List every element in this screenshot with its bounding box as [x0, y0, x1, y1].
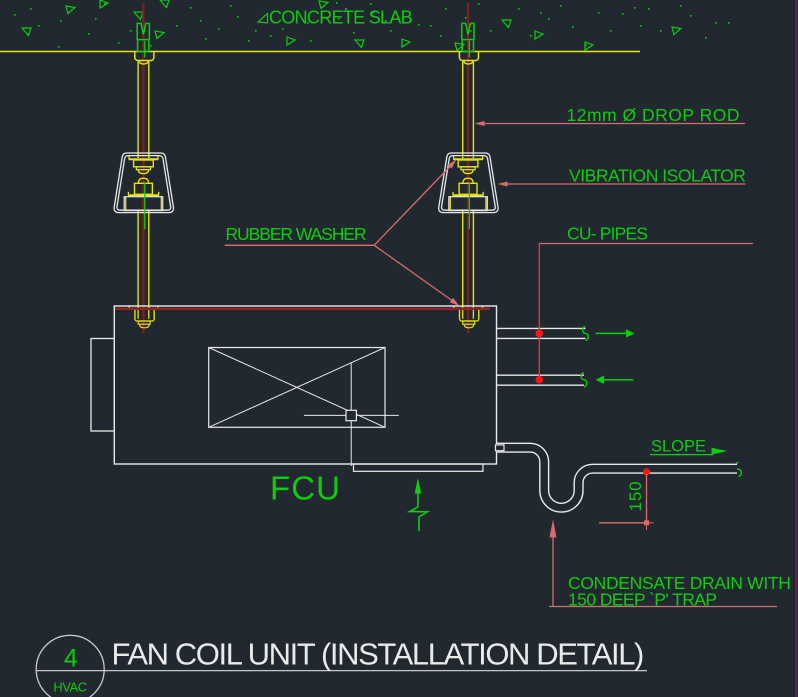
svg-text:150 DEEP `P' TRAP: 150 DEEP `P' TRAP	[568, 590, 716, 610]
svg-text:SLOPE: SLOPE	[651, 438, 706, 456]
svg-text:VIBRATION ISOLATOR: VIBRATION ISOLATOR	[569, 165, 745, 185]
svg-text:12mm Ø DROP ROD: 12mm Ø DROP ROD	[567, 105, 740, 125]
svg-text:CONCRETE SLAB: CONCRETE SLAB	[269, 8, 413, 28]
svg-text:150: 150	[626, 481, 645, 512]
svg-text:FAN COIL UNIT (INSTALLATION DE: FAN COIL UNIT (INSTALLATION DETAIL)	[112, 637, 644, 672]
svg-text:4: 4	[64, 645, 78, 673]
svg-text:FCU: FCU	[270, 470, 341, 507]
svg-text:CONDENSATE DRAIN WITH: CONDENSATE DRAIN WITH	[568, 573, 791, 593]
svg-text:RUBBER WASHER: RUBBER WASHER	[226, 224, 366, 244]
svg-text:HVAC: HVAC	[53, 680, 86, 695]
svg-text:CU- PIPES: CU- PIPES	[567, 224, 647, 244]
